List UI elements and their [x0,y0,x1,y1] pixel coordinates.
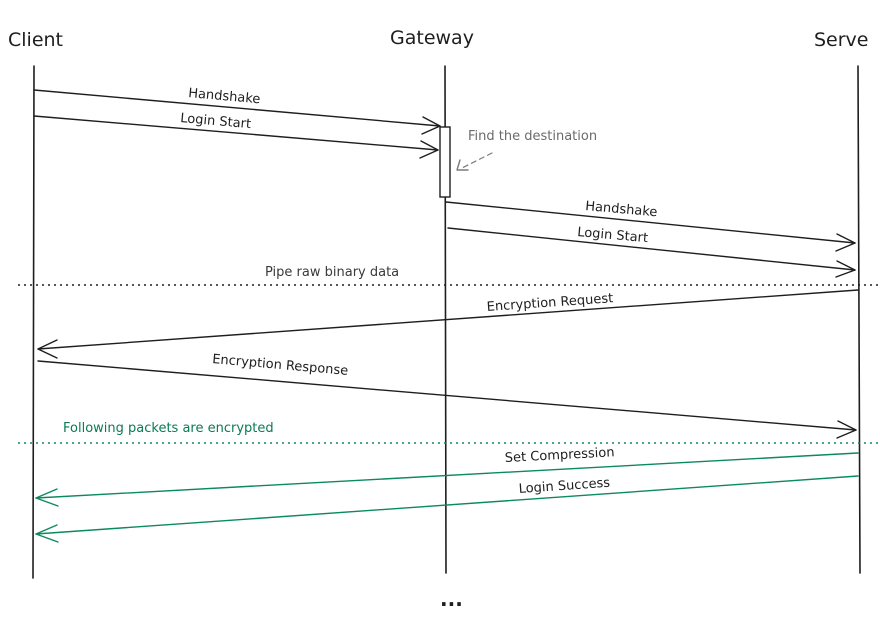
login-start-label-2: Login Start [577,225,649,246]
encryption-request-arrow [37,289,859,359]
handshake-arrow-2 [445,201,856,252]
find-destination-pointer [456,152,493,171]
encrypted-note: Following packets are encrypted [63,421,274,436]
encryption-request-label: Encryption Request [486,291,613,315]
handshake-label-2: Handshake [585,199,658,220]
login-success-arrow [35,475,859,543]
client-label: Client [8,29,63,51]
login-success-label: Login Success [518,476,611,497]
set-compression-arrow [35,452,859,507]
find-destination-note: Find the destination [468,129,597,144]
encryption-response-arrow [37,360,857,439]
server-lifeline [857,65,861,574]
client-lifeline [32,65,35,579]
set-compression-label: Set Compression [504,445,614,466]
server-label: Serve [814,29,869,51]
gateway-label: Gateway [390,27,474,49]
login-start-arrow-1 [33,115,439,159]
login-start-arrow-2 [447,227,856,278]
pipe-note: Pipe raw binary data [265,265,399,280]
encryption-response-label: Encryption Response [212,352,349,379]
continuation-ellipsis: ... [440,587,463,611]
handshake-label-1: Handshake [188,86,261,107]
gateway-activation-box [439,126,451,198]
login-start-label-1: Login Start [180,111,252,132]
handshake-arrow-1 [33,89,441,135]
